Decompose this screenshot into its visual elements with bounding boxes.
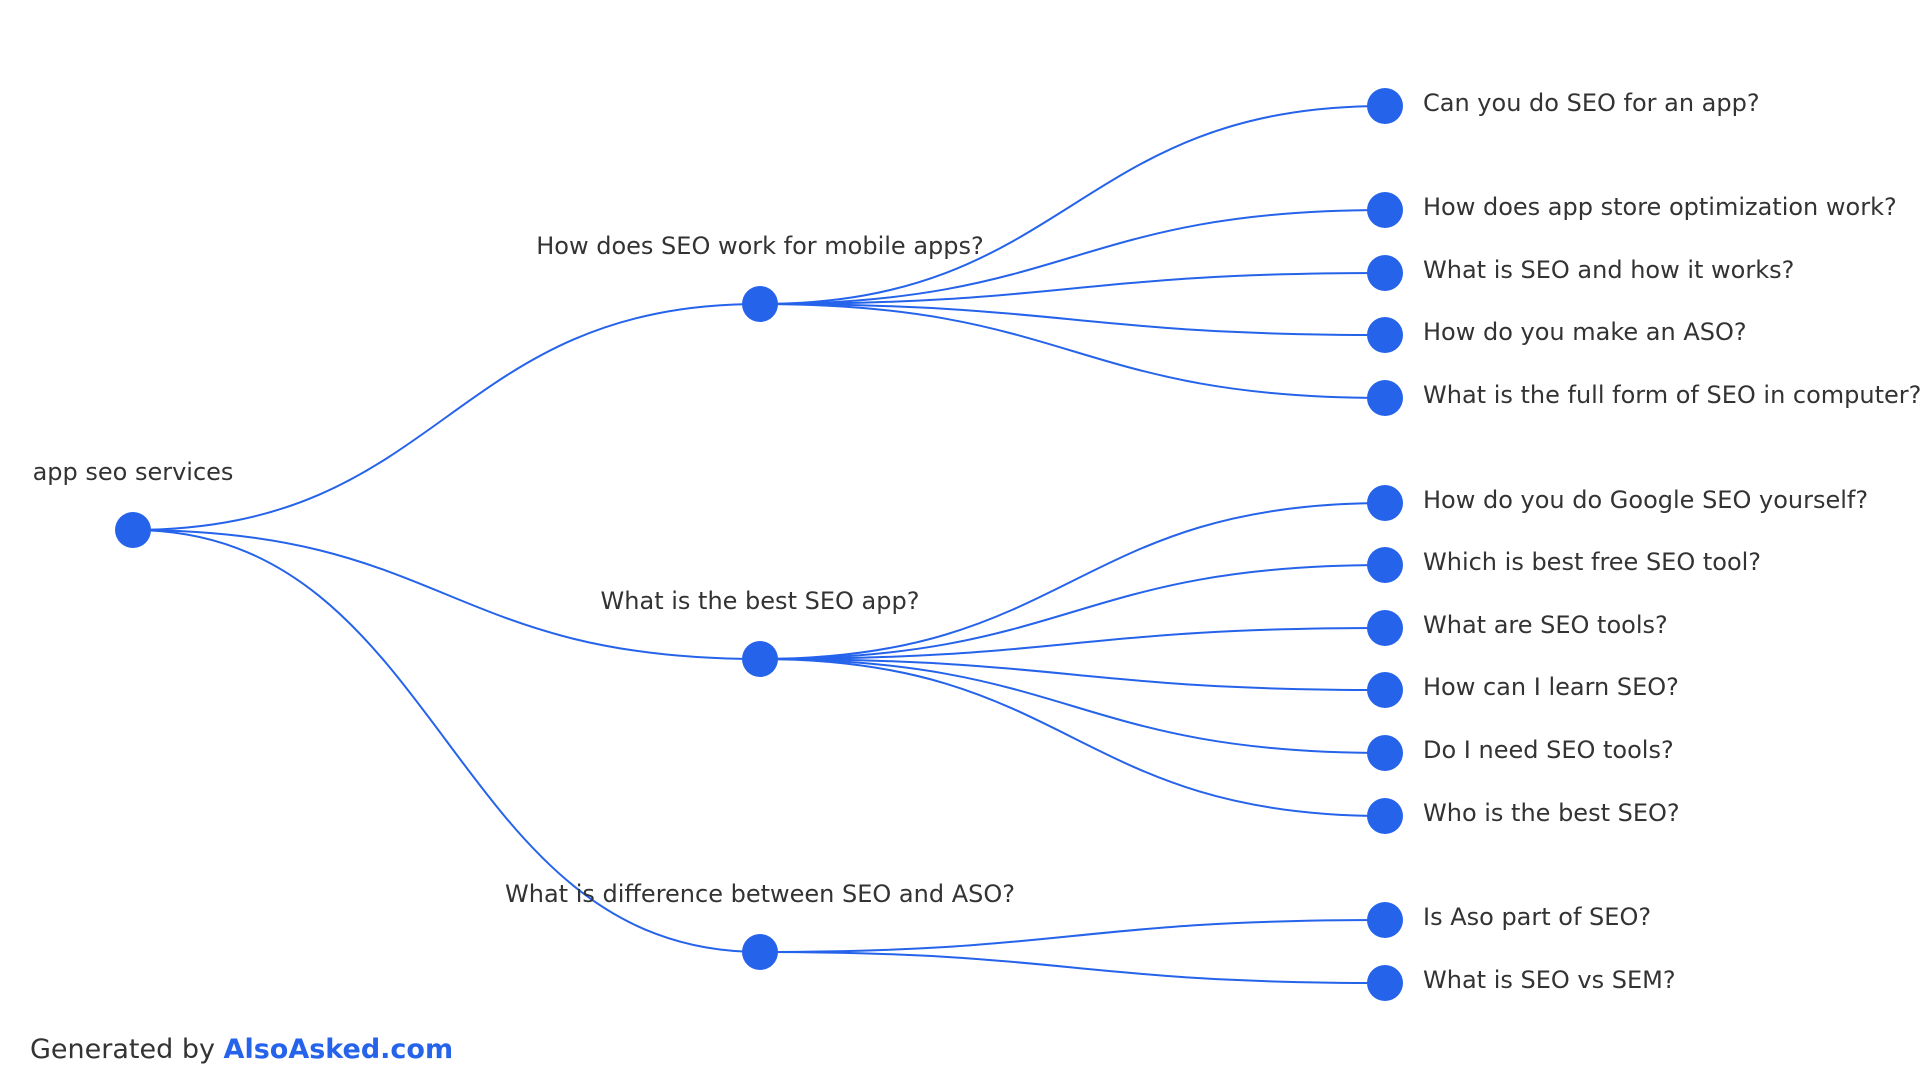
related-question-label[interactable]: How does app store optimization work?: [1423, 193, 1897, 221]
link-root-to-question: [132, 303, 761, 531]
related-question-node[interactable]: [1367, 485, 1403, 521]
related-question-node[interactable]: [1367, 317, 1403, 353]
question-label[interactable]: What is the best SEO app?: [600, 587, 920, 615]
related-question-label[interactable]: What is SEO vs SEM?: [1423, 966, 1676, 994]
related-question-label[interactable]: How do you do Google SEO yourself?: [1423, 486, 1869, 514]
link-question-to-related: [759, 209, 1386, 305]
related-question-label[interactable]: Can you do SEO for an app?: [1423, 89, 1760, 117]
link-question-to-related: [759, 303, 1386, 399]
related-question-node[interactable]: [1367, 88, 1403, 124]
related-question-label[interactable]: Which is best free SEO tool?: [1423, 548, 1762, 576]
link-root-to-question: [132, 529, 761, 953]
related-question-label[interactable]: Do I need SEO tools?: [1423, 736, 1674, 764]
footer-prefix: Generated by: [30, 1034, 215, 1065]
link-question-to-related: [759, 502, 1386, 660]
related-question-label[interactable]: How can I learn SEO?: [1423, 673, 1679, 701]
related-question-node[interactable]: [1367, 192, 1403, 228]
related-question-node[interactable]: [1367, 735, 1403, 771]
link-question-to-related: [759, 658, 1386, 817]
link-question-to-related: [759, 105, 1386, 305]
link-question-to-related: [759, 303, 1386, 336]
question-node[interactable]: [742, 934, 778, 970]
question-node[interactable]: [742, 641, 778, 677]
link-root-to-question: [132, 529, 761, 660]
link-question-to-related: [759, 564, 1386, 660]
related-question-node[interactable]: [1367, 610, 1403, 646]
question-node[interactable]: [742, 286, 778, 322]
link-question-to-related: [759, 658, 1386, 691]
related-question-node[interactable]: [1367, 798, 1403, 834]
related-question-node[interactable]: [1367, 547, 1403, 583]
link-question-to-related: [759, 658, 1386, 754]
link-question-to-related: [759, 919, 1386, 953]
related-question-label[interactable]: How do you make an ASO?: [1423, 318, 1747, 346]
link-question-to-related: [759, 627, 1386, 660]
footer-credit: Generated by AlsoAsked.com: [30, 1034, 453, 1066]
related-question-label[interactable]: What is SEO and how it works?: [1423, 256, 1795, 284]
brand-link[interactable]: AlsoAsked.com: [223, 1034, 454, 1065]
related-question-label[interactable]: What is the full form of SEO in computer…: [1423, 381, 1920, 409]
link-question-to-related: [759, 951, 1386, 984]
root-node[interactable]: [115, 512, 151, 548]
related-question-node[interactable]: [1367, 255, 1403, 291]
question-label[interactable]: How does SEO work for mobile apps?: [536, 232, 984, 260]
related-question-node[interactable]: [1367, 380, 1403, 416]
related-question-node[interactable]: [1367, 672, 1403, 708]
related-question-label[interactable]: What are SEO tools?: [1423, 611, 1668, 639]
related-question-node[interactable]: [1367, 902, 1403, 938]
question-label[interactable]: What is difference between SEO and ASO?: [505, 880, 1015, 908]
related-question-label[interactable]: Is Aso part of SEO?: [1423, 903, 1652, 931]
link-question-to-related: [759, 272, 1386, 305]
related-question-node[interactable]: [1367, 965, 1403, 1001]
related-question-label[interactable]: Who is the best SEO?: [1423, 799, 1680, 827]
root-label[interactable]: app seo services: [32, 458, 234, 486]
